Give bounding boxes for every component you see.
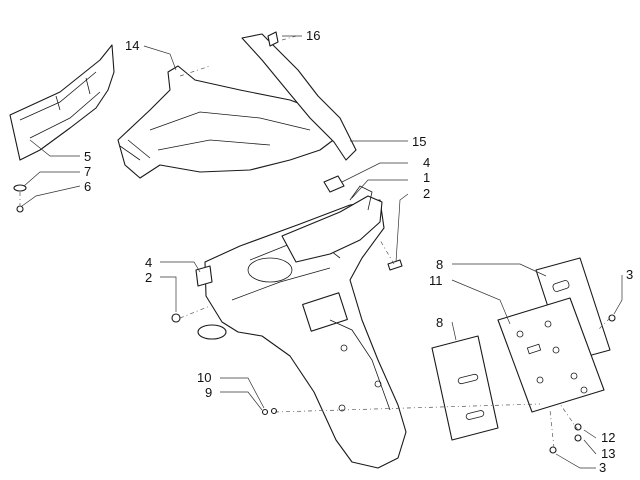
callout-1: 1 (423, 170, 430, 185)
callout-6: 6 (84, 179, 91, 194)
callout-10: 10 (197, 370, 211, 385)
callout-3: 3 (626, 267, 633, 282)
callout-15: 15 (412, 134, 426, 149)
callout-5: 5 (84, 149, 91, 164)
callout-4: 4 (145, 255, 152, 270)
callout-7: 7 (84, 164, 91, 179)
callout-13: 13 (601, 446, 615, 461)
callout-14: 14 (125, 38, 139, 53)
side-cover-part (9, 44, 115, 161)
fender-bracket-part (281, 185, 383, 263)
callout-16: 16 (306, 28, 320, 43)
callout-8: 8 (436, 257, 443, 272)
hardware-parts (13, 31, 616, 454)
trim-strip-part (241, 33, 357, 161)
callout-4: 4 (423, 155, 430, 170)
callout-2: 2 (423, 186, 430, 201)
callout-9: 9 (205, 385, 212, 400)
callout-3: 3 (599, 460, 606, 475)
assembly-lines (19, 35, 611, 449)
leader-lines (21, 35, 623, 469)
callout-12: 12 (601, 430, 615, 445)
plate-holder-part (497, 297, 605, 413)
callout-8: 8 (436, 315, 443, 330)
plate-pad-part (431, 335, 499, 441)
callout-2: 2 (145, 270, 152, 285)
callout-labels: 1 2 2 3 3 4 4 5 6 7 8 8 9 10 11 12 13 14… (84, 28, 633, 475)
callout-11: 11 (429, 273, 443, 288)
